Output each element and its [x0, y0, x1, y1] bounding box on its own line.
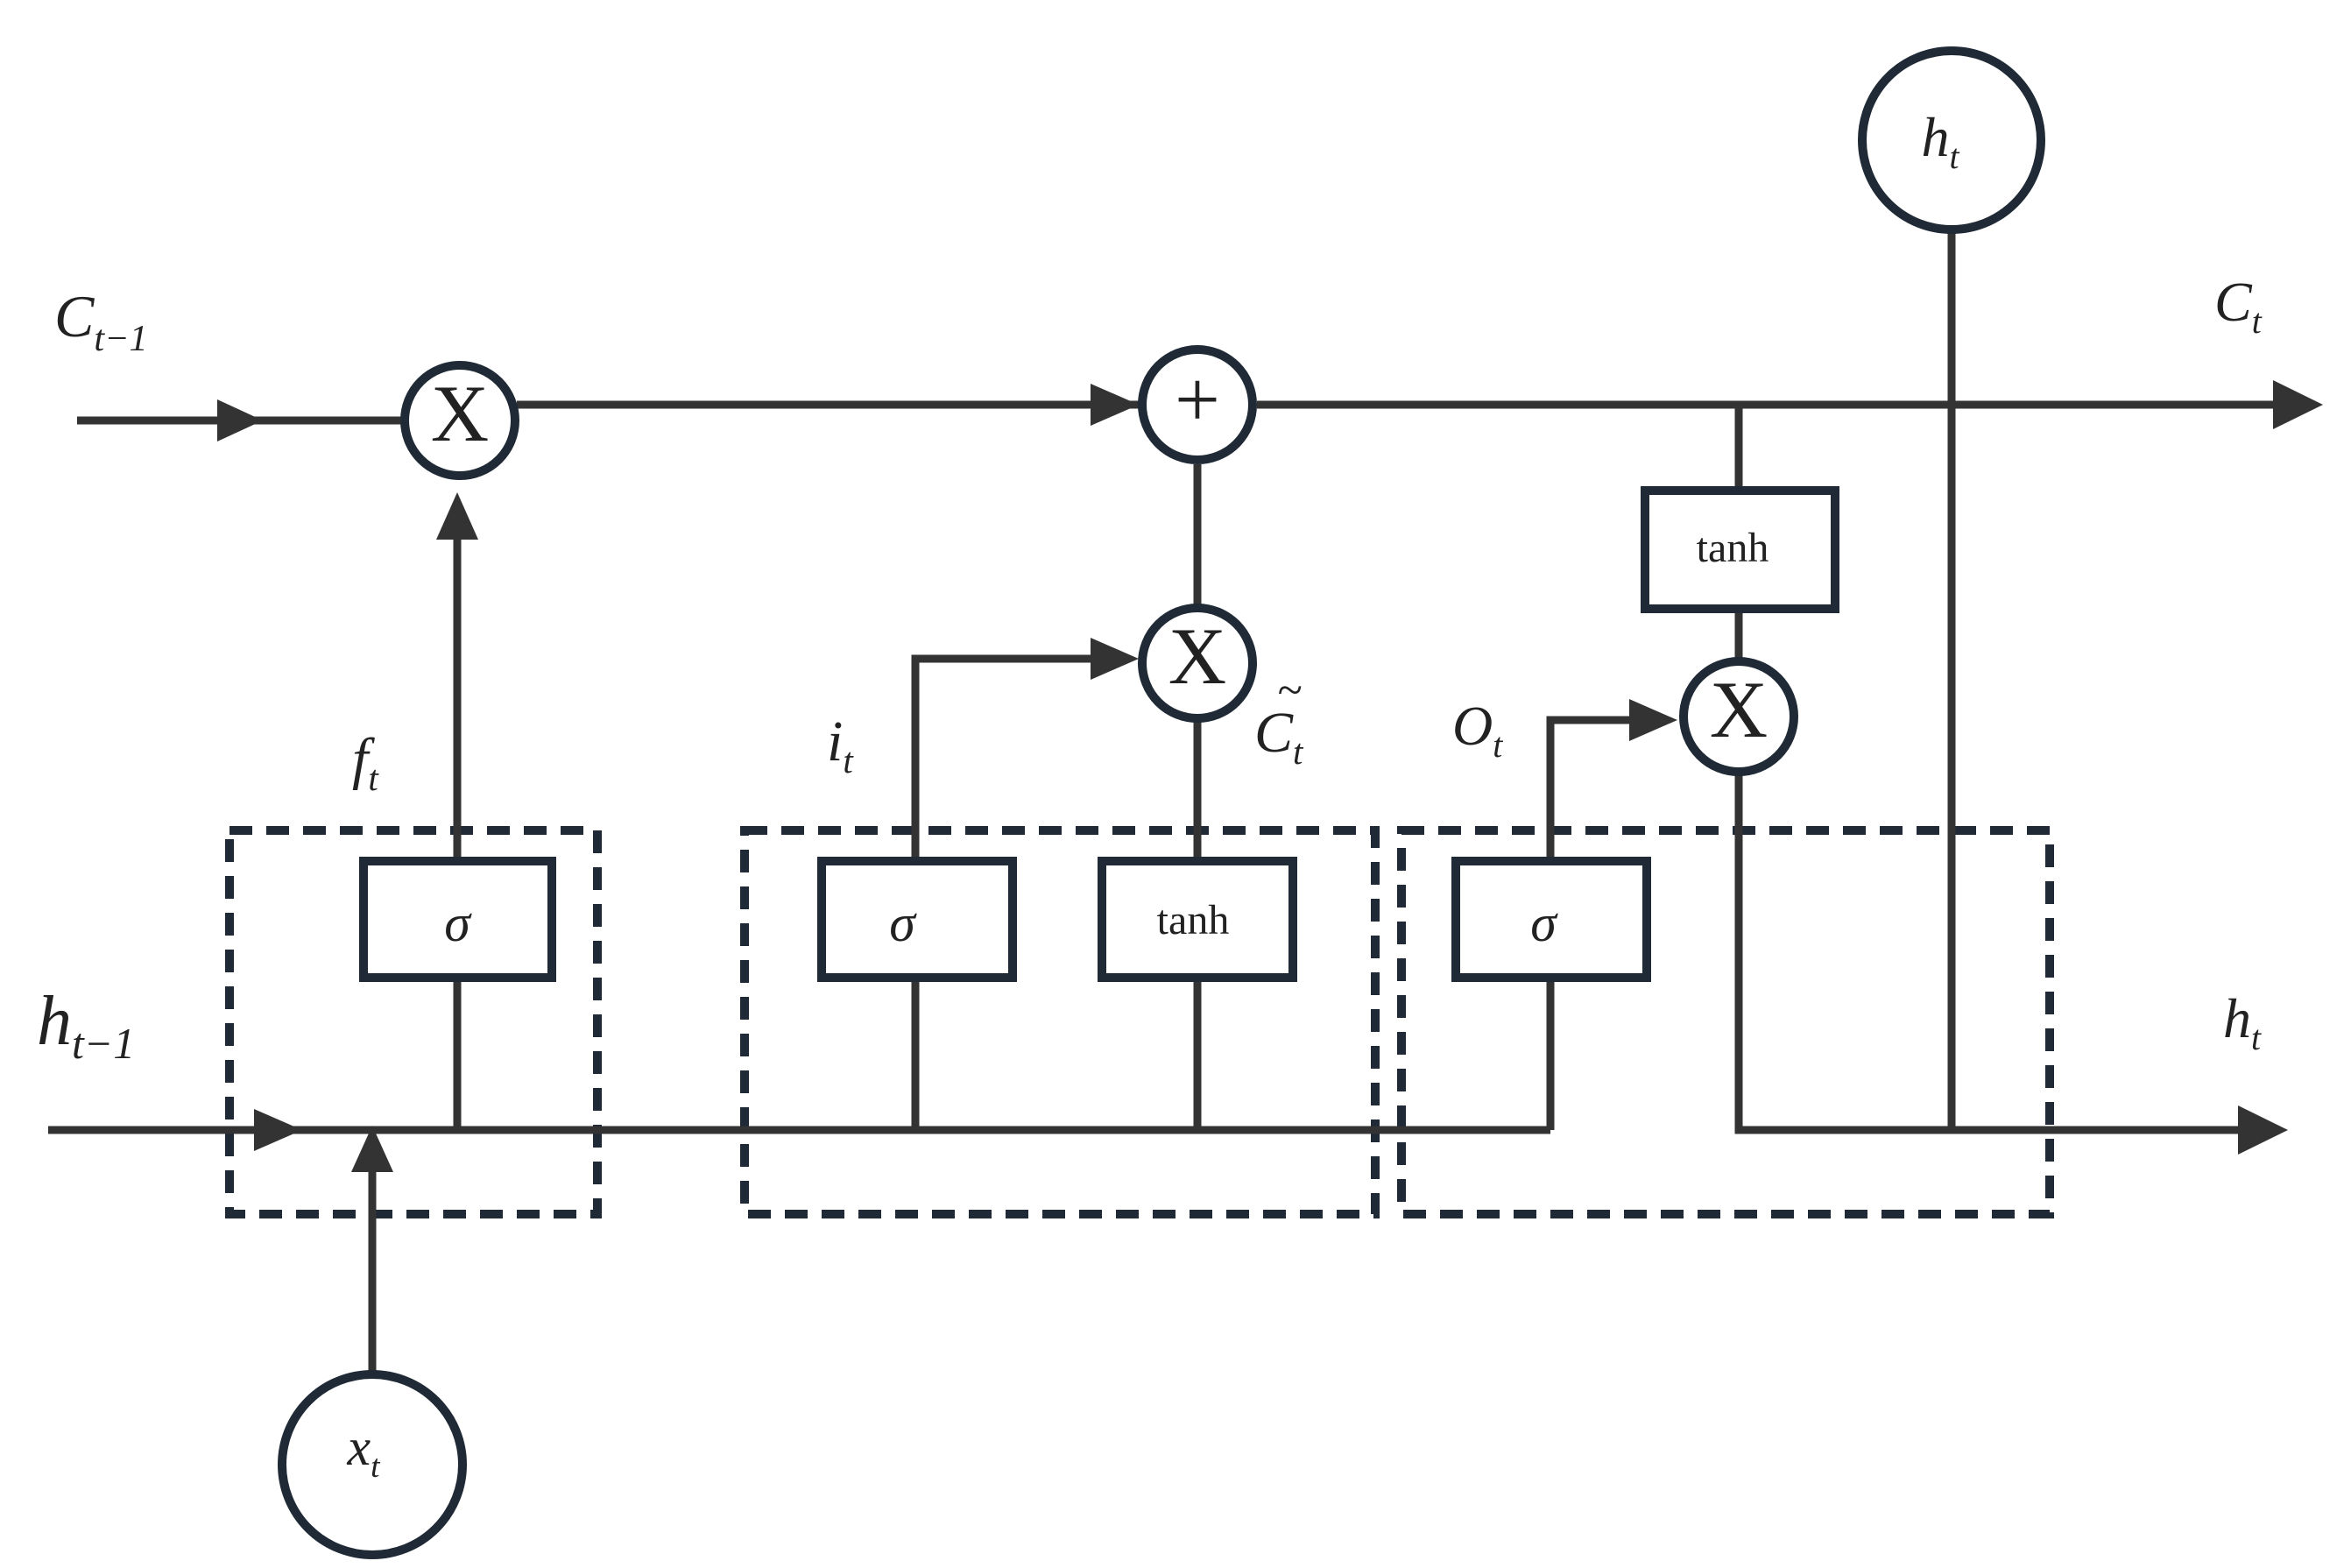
c-tilde-accent: ~: [1277, 666, 1302, 716]
input-sigma-text: σ: [889, 894, 917, 952]
ot-label: Ot: [1452, 695, 1503, 765]
arrowhead: [1091, 384, 1139, 426]
multiply-text: X: [1710, 665, 1768, 754]
arrowhead: [2238, 1105, 2288, 1155]
arrowhead: [351, 1126, 393, 1172]
input-tanh-text: tanh: [1157, 897, 1230, 943]
arrowheads: [217, 380, 2323, 1172]
ht-top-label: ht: [1921, 106, 1959, 176]
ft-label: ft: [352, 727, 379, 798]
arrowhead: [436, 492, 478, 540]
forget-sigma-box: σ: [359, 857, 556, 982]
ct-label: Ct: [2214, 271, 2263, 341]
output-sigma-text: σ: [1530, 894, 1558, 952]
c-prev-label: Ct−1: [54, 283, 148, 359]
output-sigma-box: σ: [1451, 857, 1651, 982]
input-gate-region: [740, 826, 1380, 1218]
arrowhead: [1091, 638, 1139, 680]
c-tilde-text: Ct: [1254, 701, 1304, 772]
ht-output-node: ht: [1858, 46, 2045, 234]
multiply-text: X: [431, 369, 489, 458]
add-node: +: [1138, 345, 1257, 464]
arrowhead: [2273, 380, 2323, 429]
multiply-text: X: [1168, 611, 1226, 701]
input-tanh-box: tanh: [1098, 857, 1297, 982]
xt-input-node: xt: [278, 1370, 467, 1559]
arrowhead: [217, 399, 263, 441]
cell-tanh-box: tanh: [1641, 486, 1839, 613]
output-multiply-node: X: [1679, 657, 1798, 776]
add-text: +: [1175, 355, 1220, 444]
xt-label: xt: [347, 1418, 382, 1485]
input-sigma-box: σ: [817, 857, 1017, 982]
output-gate-lines: [1546, 230, 2260, 1134]
it-label: it: [827, 710, 854, 780]
arrowhead: [1629, 699, 1677, 741]
input-gate-lines: [911, 464, 1202, 1134]
forget-gate-region: [225, 826, 602, 1218]
forget-sigma-text: σ: [444, 894, 472, 952]
c-tilde-label: ~ Ct: [1254, 666, 1304, 772]
input-multiply-node: X: [1138, 604, 1257, 723]
arrowhead: [254, 1109, 302, 1151]
cell-tanh-text: tanh: [1697, 525, 1769, 571]
h-prev-label: ht−1: [37, 983, 135, 1068]
forget-multiply-node: X: [400, 361, 519, 480]
ht-right-label: ht: [2223, 987, 2262, 1057]
